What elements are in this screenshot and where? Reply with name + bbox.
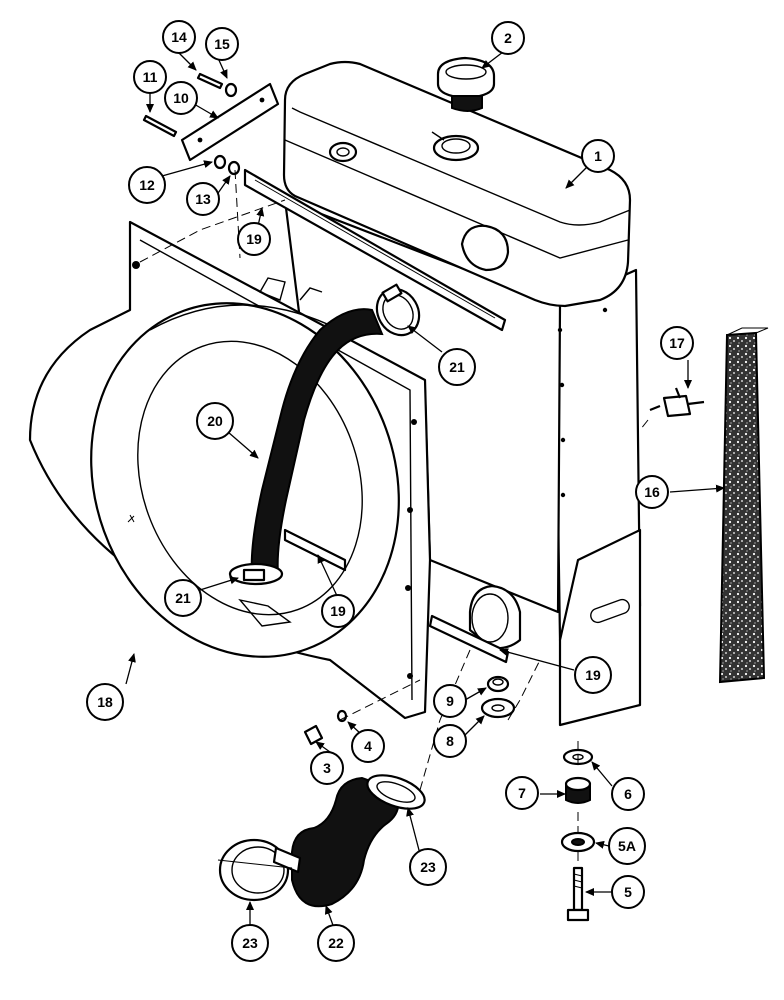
- radiator: [282, 60, 642, 727]
- svg-text:23: 23: [420, 859, 436, 875]
- nut-9: [486, 675, 510, 693]
- svg-text:6: 6: [624, 786, 632, 802]
- svg-text:7: 7: [518, 785, 526, 801]
- bolt-14: [196, 72, 224, 90]
- seal-strip-upper: [243, 168, 507, 332]
- isolator-7: [564, 776, 592, 804]
- mounting-plate: [180, 82, 280, 162]
- svg-text:5: 5: [624, 884, 632, 900]
- callout-19-lower: 19: [574, 656, 612, 694]
- svg-text:14: 14: [171, 29, 187, 45]
- svg-text:21: 21: [175, 590, 191, 606]
- callout-23-right: 23: [409, 848, 447, 886]
- drain-cock: [649, 387, 705, 418]
- seal-strip-lower: [428, 614, 510, 664]
- callout-12: 12: [128, 166, 166, 204]
- callout-8: 8: [433, 724, 467, 758]
- callout-4: 4: [351, 729, 385, 763]
- callout-18: 18: [86, 683, 124, 721]
- svg-text:11: 11: [143, 69, 158, 85]
- svg-text:21: 21: [449, 359, 465, 375]
- callout-10: 10: [164, 81, 198, 115]
- callout-20: 20: [196, 402, 234, 440]
- svg-text:19: 19: [246, 231, 262, 247]
- svg-text:1: 1: [594, 148, 602, 164]
- callout-5: 5: [611, 875, 645, 909]
- svg-text:12: 12: [139, 177, 155, 193]
- svg-text:5A: 5A: [618, 838, 636, 854]
- callout-16: 16: [635, 475, 669, 509]
- foam-seal: [718, 327, 769, 684]
- hose-clamp-23-upper: [366, 774, 426, 810]
- svg-text:8: 8: [446, 733, 454, 749]
- callout-7: 7: [505, 776, 539, 810]
- svg-text:17: 17: [669, 335, 685, 351]
- bolt-5: [566, 866, 590, 922]
- svg-text:13: 13: [195, 191, 211, 207]
- callout-1: 1: [581, 139, 615, 173]
- svg-text:16: 16: [644, 484, 660, 500]
- bolt-3: [303, 724, 324, 746]
- svg-text:19: 19: [330, 603, 346, 619]
- svg-text:15: 15: [214, 36, 230, 52]
- hose-clamp-23-lower: [217, 838, 302, 902]
- hose-clamp-lower: [228, 562, 284, 586]
- radiator-cap: [436, 56, 496, 112]
- callout-19-side: 19: [321, 594, 355, 628]
- svg-text:18: 18: [97, 694, 113, 710]
- washer-8: [480, 697, 516, 719]
- callout-14: 14: [162, 20, 196, 54]
- lower-hose: [291, 776, 400, 908]
- washer-15: [224, 82, 238, 98]
- washer-12: [213, 154, 227, 170]
- isolator-5a: [560, 831, 596, 853]
- callout-21-lower: 21: [164, 579, 202, 617]
- callout-9: 9: [433, 684, 467, 718]
- svg-text:3: 3: [323, 760, 331, 776]
- callout-19-upper: 19: [237, 222, 271, 256]
- callout-5a: 5A: [608, 827, 646, 865]
- svg-text:4: 4: [364, 738, 372, 754]
- svg-text:19: 19: [585, 667, 601, 683]
- callout-22: 22: [317, 924, 355, 962]
- bolt-11: [142, 114, 178, 138]
- callout-6: 6: [611, 777, 645, 811]
- callout-3: 3: [310, 751, 344, 785]
- seal-strip-side: [283, 528, 347, 572]
- callout-11: 11: [133, 60, 167, 94]
- callout-13: 13: [186, 182, 220, 216]
- svg-text:10: 10: [173, 90, 189, 106]
- svg-text:22: 22: [328, 935, 344, 951]
- callout-23-left: 23: [231, 924, 269, 962]
- callout-2: 2: [491, 21, 525, 55]
- hose-clamp-upper: [375, 283, 421, 337]
- svg-text:2: 2: [504, 30, 512, 46]
- svg-text:23: 23: [242, 935, 258, 951]
- callout-15: 15: [205, 27, 239, 61]
- nut-13: [227, 160, 241, 176]
- callout-21-upper: 21: [438, 348, 476, 386]
- svg-text:9: 9: [446, 693, 454, 709]
- callout-17: 17: [660, 326, 694, 360]
- svg-text:20: 20: [207, 413, 223, 429]
